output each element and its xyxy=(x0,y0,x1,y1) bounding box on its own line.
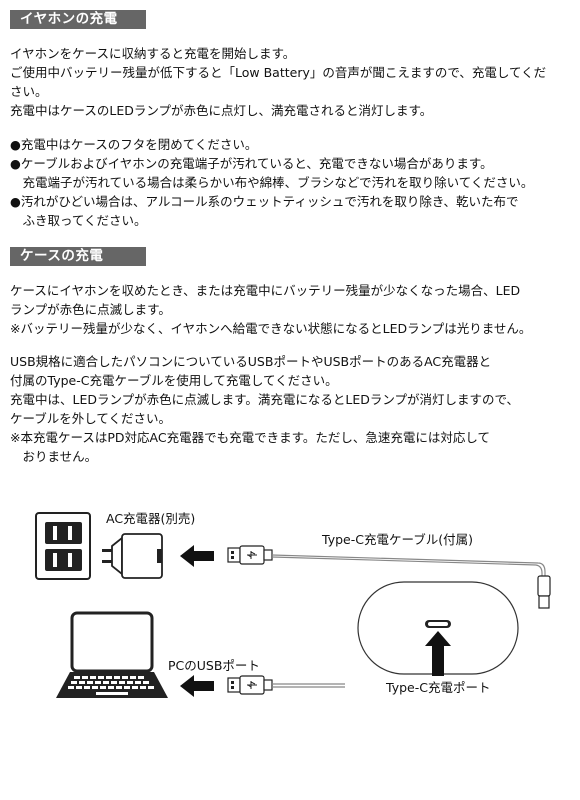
bullet-line: ●汚れがひどい場合は、アルコール系のウェットティッシュで汚れを取り除き、乾いた布… xyxy=(10,194,519,209)
charging-case-icon xyxy=(357,581,519,675)
paragraph-line: 付属のType-C充電ケーブルを使用して充電してください。 xyxy=(10,373,338,388)
usb-plug-icon xyxy=(227,675,273,695)
ac-charger-icon xyxy=(102,533,163,579)
paragraph-line: USB規格に適合したパソコンについているUSBポートやUSBポートのあるAC充電… xyxy=(10,354,492,369)
ac-charger-label: AC充電器(別売) xyxy=(106,511,196,526)
bullet-line: ふき取ってください。 xyxy=(10,213,147,228)
laptop-icon xyxy=(56,611,168,698)
paragraph-line: おりません。 xyxy=(10,449,98,464)
bullet-line: ●ケーブルおよびイヤホンの充電端子が汚れていると、充電できない場合があります。 xyxy=(10,156,493,171)
bullet-line: ●充電中はケースのフタを閉めてください。 xyxy=(10,137,258,152)
paragraph-line: ※本充電ケースはPD対応AC充電器でも充電できます。ただし、急速充電には対応して xyxy=(10,430,490,445)
wall-outlet-icon xyxy=(35,512,91,580)
paragraph-line: イヤホンをケースに収納すると充電を開始します。 xyxy=(10,46,296,61)
paragraph-line: 充電中は、LEDランプが赤色に点滅します。満充電になるとLEDランプが消灯します… xyxy=(10,392,519,407)
section-heading-case-charging: ケースの充電 xyxy=(10,247,146,266)
type-c-port-label: Type-C充電ポート xyxy=(386,680,491,695)
cable-label: Type-C充電ケーブル(付属) xyxy=(322,532,473,547)
paragraph-line: さい。 xyxy=(10,84,48,99)
usb-plug-icon xyxy=(227,545,273,565)
paragraph-line: ケーブルを外してください。 xyxy=(10,411,172,426)
arrow-left-icon xyxy=(180,545,214,567)
bullet-line: 充電端子が汚れている場合は柔らかい布や綿棒、ブラシなどで汚れを取り除いてください… xyxy=(10,175,534,190)
paragraph-line: ※バッテリー残量が少なく、イヤホンへ給電できない状態になるとLEDランプは光りま… xyxy=(10,321,532,336)
pc-usb-port-label: PCのUSBポート xyxy=(168,658,260,673)
type-c-plug-icon xyxy=(537,575,551,609)
arrow-left-icon xyxy=(180,675,214,697)
section-heading-earphone-charging: イヤホンの充電 xyxy=(10,10,146,29)
paragraph-line: 充電中はケースのLEDランプが赤色に点灯し、満充電されると消灯します。 xyxy=(10,103,433,118)
paragraph-line: ケースにイヤホンを収めたとき、または充電中にバッテリー残量が少なくなった場合、L… xyxy=(10,283,521,298)
paragraph-line: ランプが赤色に点滅します。 xyxy=(10,302,171,317)
paragraph-line: ご使用中バッテリー残量が低下すると「Low Battery」の音声が聞こえますの… xyxy=(10,65,547,80)
arrow-up-icon xyxy=(425,631,451,676)
